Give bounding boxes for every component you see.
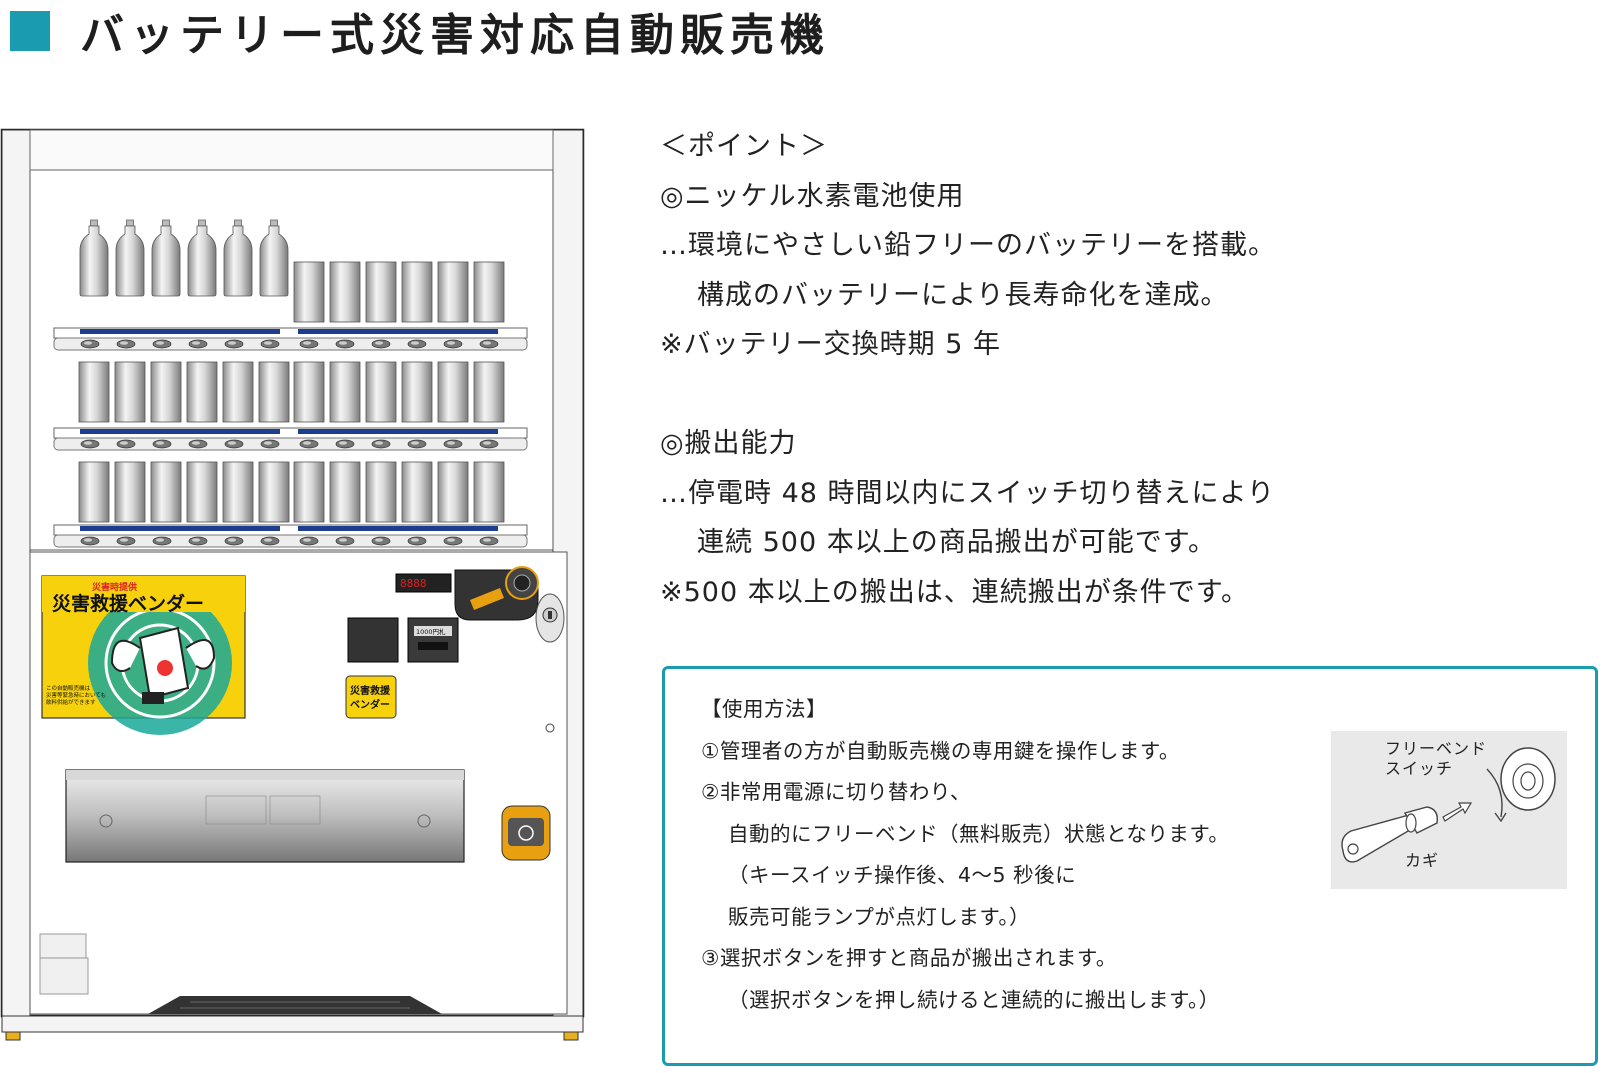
- points-section: ＜ポイント＞ ◎ニッケル水素電池使用 …環境にやさしい鉛フリーのバッテリーを搭載…: [660, 122, 1560, 617]
- key-switch-label: おつり・返却: [460, 561, 502, 570]
- badge-line-1: 災害救援: [349, 684, 391, 697]
- door-lock-icon[interactable]: [535, 593, 565, 643]
- sticker-note-1: この自動販売機は: [46, 684, 91, 692]
- point-1-title: ◎ニッケル水素電池使用: [660, 180, 965, 212]
- point-1-desc-2: 構成のバッテリーにより長寿命化を達成。: [697, 279, 1229, 311]
- vending-machine-illustration: 災害時提供 災害救援ベンダー この自動販売機は 災害等緊急時においても 飲料供給…: [0, 128, 600, 1069]
- switch-label-2: スイッチ: [1385, 759, 1454, 778]
- key-label: カギ: [1405, 851, 1440, 870]
- sticker-title: 災害救援ベンダー: [52, 592, 204, 615]
- usage-step-1: ①管理者の方が自動販売機の専用鍵を操作します。: [701, 738, 1180, 763]
- point-2-note: ※500 本以上の搬出は、連続搬出が条件です。: [660, 576, 1250, 608]
- point-2-title: ◎搬出能力: [660, 428, 797, 459]
- coin-display: 8888: [395, 573, 452, 593]
- point-1-note: ※バッテリー交換時期 5 年: [660, 329, 1001, 360]
- spacer: [660, 370, 1560, 420]
- usage-step-2-line-3: （キースイッチ操作後、4〜5 秒後に: [728, 863, 1077, 887]
- sticker-note-3: 飲料供給ができます: [46, 698, 96, 706]
- key-switch-dial[interactable]: おつり・返却: [454, 561, 539, 621]
- usage-step-2-line-2: 自動的にフリーベンド（無料販売）状態となります。: [728, 821, 1230, 846]
- change-return-box[interactable]: [501, 805, 551, 861]
- coin-return-slot[interactable]: [347, 617, 399, 663]
- vending-machine-drawing: 災害時提供 災害救援ベンダー この自動販売機は 災害等緊急時においても 飲料供給…: [0, 128, 585, 1041]
- usage-step-3-line-2: （選択ボタンを押し続けると連続的に搬出します。）: [728, 987, 1220, 1012]
- point-2-desc-1: …停電時 48 時間以内にスイッチ切り替えにより: [660, 477, 1275, 509]
- disaster-vendor-badge: 災害救援 ベンダー: [345, 675, 397, 719]
- key-switch-drawing: [1341, 747, 1556, 863]
- disaster-vendor-sticker: 災害時提供 災害救援ベンダー この自動販売機は 災害等緊急時においても 飲料供給…: [41, 575, 246, 735]
- page-header: バッテリー式災害対応自動販売機: [10, 2, 830, 61]
- usage-step-2-line-4: 販売可能ランプが点灯します。）: [728, 904, 1031, 929]
- sticker-small-top: 災害時提供: [91, 581, 137, 593]
- sticker-note-2: 災害等緊急時においても: [46, 691, 106, 699]
- svg-text:8888: 8888: [400, 577, 427, 590]
- badge-line-2: ベンダー: [350, 698, 390, 711]
- usage-steps: 【使用方法】 ①管理者の方が自動販売機の専用鍵を操作します。 ②非常用電源に切り…: [701, 689, 1229, 1021]
- usage-step-2: ②非常用電源に切り替わり、: [701, 780, 972, 804]
- point-1-desc-1: …環境にやさしい鉛フリーのバッテリーを搭載。: [660, 230, 1276, 261]
- product-outlet[interactable]: [65, 769, 465, 863]
- bill-label: 1000円札: [416, 627, 446, 636]
- switch-label-1: フリーベンド: [1385, 739, 1488, 758]
- key-switch-figure: フリーベンド スイッチ カギ: [1331, 731, 1567, 889]
- points-heading: ＜ポイント＞: [660, 131, 828, 162]
- page-title: バッテリー式災害対応自動販売機: [80, 10, 830, 61]
- point-2-desc-2: 連続 500 本以上の商品搬出が可能です。: [697, 527, 1216, 558]
- usage-box: 【使用方法】 ①管理者の方が自動販売機の専用鍵を操作します。 ②非常用電源に切り…: [662, 666, 1598, 1066]
- title-square-icon: [10, 11, 50, 51]
- bill-validator[interactable]: 1000円札: [407, 617, 459, 663]
- usage-step-3: ③選択ボタンを押すと商品が搬出されます。: [701, 946, 1117, 970]
- usage-heading: 【使用方法】: [701, 697, 827, 721]
